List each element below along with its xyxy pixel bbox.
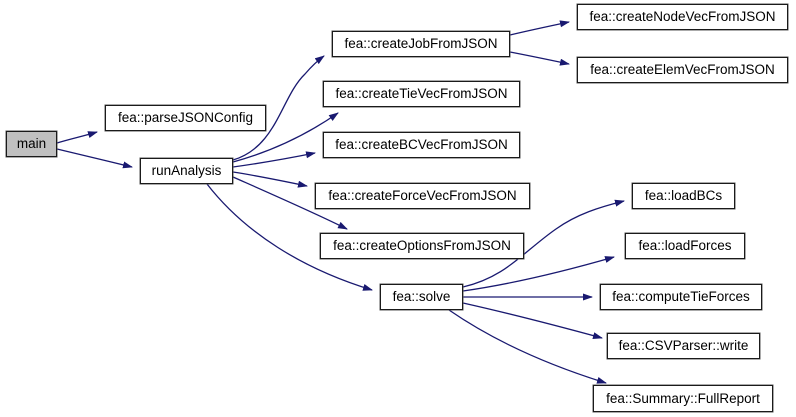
node-parse-json-config[interactable]: fea::parseJSONConfig — [105, 105, 266, 131]
node-run-analysis[interactable]: runAnalysis — [140, 158, 233, 184]
node-load-bcs[interactable]: fea::loadBCs — [632, 183, 735, 209]
edge-runAnalysis-to-createForceVecFromJSON — [232, 171, 308, 188]
node-load-forces[interactable]: fea::loadForces — [625, 233, 745, 259]
node-create-tie-vec-from-json[interactable]: fea::createTieVecFromJSON — [323, 81, 520, 107]
edge-runAnalysis-to-createBCVecFromJSON — [232, 151, 316, 168]
node-create-node-vec-from-json[interactable]: fea::createNodeVecFromJSON — [577, 4, 788, 30]
node-summary-full-report[interactable]: fea::Summary::FullReport — [593, 385, 773, 412]
node-create-job-from-json[interactable]: fea::createJobFromJSON — [332, 31, 510, 57]
edge-solve-to-loadBCs — [462, 199, 625, 288]
node-csv-parser-write[interactable]: fea::CSVParser::write — [607, 333, 760, 359]
node-create-elem-vec-from-json[interactable]: fea::createElemVecFromJSON — [577, 57, 788, 83]
edge-runAnalysis-to-createOptionsFromJSON — [232, 176, 348, 230]
node-create-bc-vec-from-json[interactable]: fea::createBCVecFromJSON — [323, 132, 520, 158]
node-main[interactable]: main — [6, 131, 57, 157]
node-create-options-from-json[interactable]: fea::createOptionsFromJSON — [320, 233, 524, 259]
edge-main-to-runAnalysis — [56, 148, 133, 169]
node-solve[interactable]: fea::solve — [380, 284, 463, 310]
edge-main-to-parseJSONConfig — [56, 131, 98, 144]
edge-solve-to-loadForces — [462, 256, 615, 292]
edge-runAnalysis-to-solve — [206, 183, 373, 291]
edge-createJobFromJSON-to-createElemVecFromJSON — [509, 51, 570, 66]
edge-runAnalysis-to-createJobFromJSON — [232, 55, 325, 161]
edge-runAnalysis-to-createTieVecFromJSON — [232, 112, 339, 163]
node-create-force-vec-from-json[interactable]: fea::createForceVecFromJSON — [315, 183, 530, 209]
edge-solve-to-SummaryFullReport — [448, 309, 607, 384]
edge-solve-to-CSVParserWrite — [462, 302, 603, 340]
node-compute-tie-forces[interactable]: fea::computeTieForces — [600, 284, 762, 310]
edge-createJobFromJSON-to-createNodeVecFromJSON — [509, 20, 570, 36]
